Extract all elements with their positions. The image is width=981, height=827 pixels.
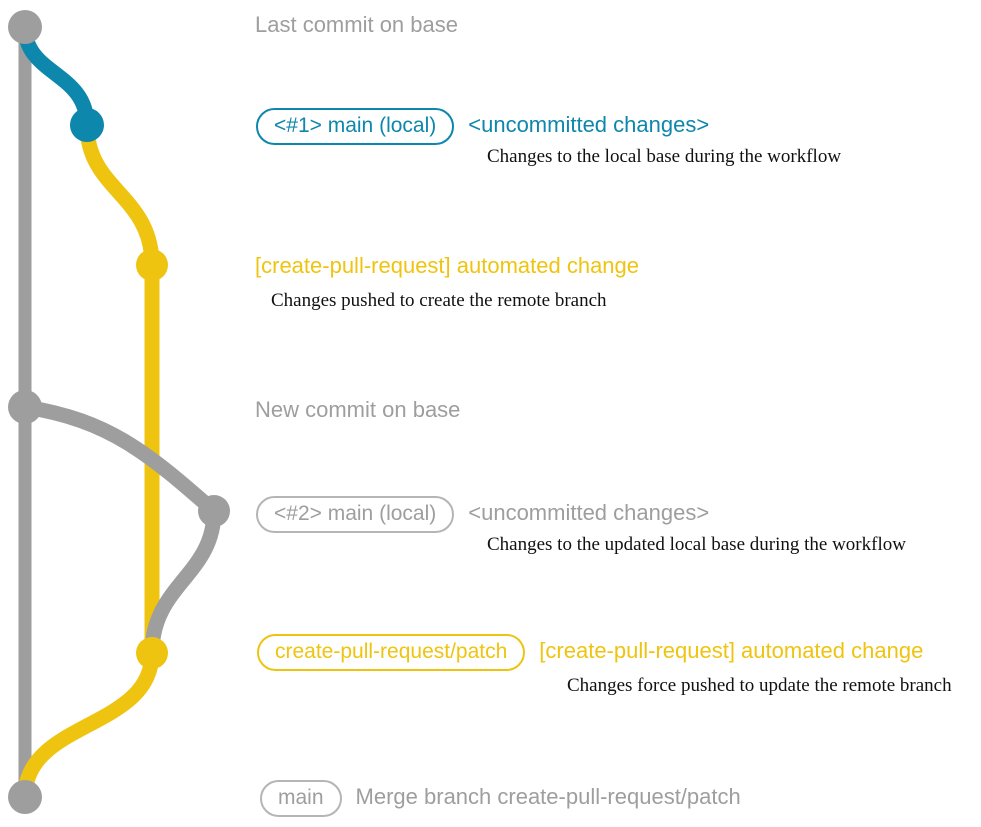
- commit-subject: Last commit on base: [255, 12, 458, 37]
- commit-description-automated-change-2: Changes force pushed to update the remot…: [567, 675, 952, 696]
- commit-description-main-local-1: Changes to the local base during the wor…: [487, 146, 842, 167]
- commit-subject: [create-pull-request] automated change: [255, 253, 640, 278]
- commit-subject: [create-pull-request] automated change: [539, 638, 924, 663]
- patch-merge-edge: [17, 645, 160, 805]
- commit-subject: New commit on base: [255, 397, 461, 422]
- commit-row-last-commit-on-base: Last commit on base: [255, 14, 458, 36]
- commit-row-automated-change-2: create-pull-request/patch [create-pull-r…: [257, 634, 923, 671]
- commit-row-merge-commit: main Merge branch create-pull-request/pa…: [260, 780, 741, 817]
- commit-description-automated-change-1: Changes pushed to create the remote bran…: [271, 290, 607, 311]
- commit-row-main-local-2: <#2> main (local) <uncommitted changes>: [256, 496, 709, 533]
- node-main-local-1[interactable]: [70, 108, 104, 142]
- node-main-local-2[interactable]: [198, 495, 230, 527]
- branch-badge-main[interactable]: main: [260, 780, 342, 817]
- node-automated-change-1[interactable]: [136, 249, 168, 281]
- commit-subject: Merge branch create-pull-request/patch: [355, 784, 741, 809]
- commit-row-automated-change-1: [create-pull-request] automated change: [255, 255, 639, 277]
- branch-badge-create-pull-request-patch[interactable]: create-pull-request/patch: [257, 634, 526, 671]
- node-last-commit-on-base[interactable]: [8, 10, 42, 44]
- rebase-merge-edge: [144, 503, 222, 661]
- commit-description-main-local-2: Changes to the updated local base during…: [487, 534, 906, 555]
- local-branch-edge: [17, 19, 95, 133]
- node-automated-change-2[interactable]: [136, 637, 168, 669]
- commit-row-main-local-1: <#1> main (local) <uncommitted changes>: [256, 108, 709, 145]
- patch-branch-edge-upper: [79, 117, 160, 273]
- node-merge-commit[interactable]: [8, 780, 42, 814]
- node-new-commit-on-base[interactable]: [8, 390, 42, 424]
- commit-subject: <uncommitted changes>: [468, 112, 710, 137]
- commit-subject: <uncommitted changes>: [468, 500, 710, 525]
- branch-badge-main-local-1[interactable]: <#1> main (local): [256, 108, 455, 145]
- commit-row-new-commit-on-base: New commit on base: [255, 399, 460, 421]
- rebase-branch-edge: [17, 399, 222, 519]
- branch-badge-main-local-2[interactable]: <#2> main (local): [256, 496, 455, 533]
